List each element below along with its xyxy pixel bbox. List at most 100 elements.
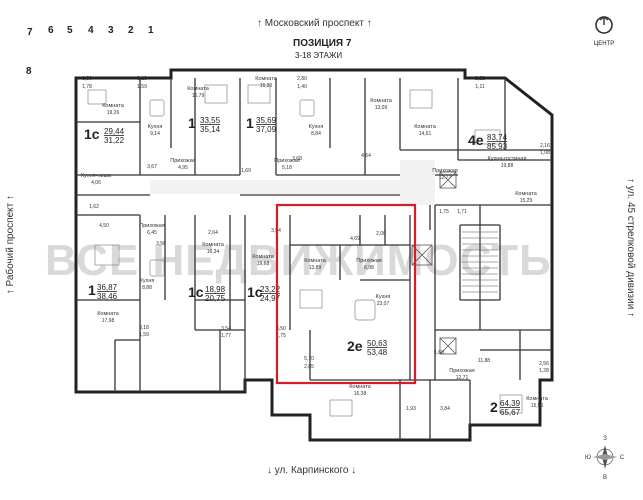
selected-apartment-highlight[interactable] bbox=[275, 203, 417, 385]
outer-walls bbox=[74, 68, 554, 442]
svg-text:1,69: 1,69 bbox=[241, 168, 251, 174]
svg-text:3,84: 3,84 bbox=[440, 406, 450, 412]
section-selector: 7 6 5 4 3 2 1 8 bbox=[22, 22, 172, 82]
svg-text:1,78: 1,78 bbox=[82, 84, 92, 90]
svg-text:Комната: Комната bbox=[349, 384, 371, 390]
section-tab-8[interactable]: 8 bbox=[26, 66, 32, 77]
svg-text:16,38: 16,38 bbox=[354, 391, 367, 397]
section-tab-4[interactable]: 4 bbox=[88, 25, 94, 36]
svg-text:4,64: 4,64 bbox=[361, 153, 371, 159]
svg-text:2,16: 2,16 bbox=[540, 143, 550, 149]
svg-text:2,64: 2,64 bbox=[208, 230, 218, 236]
svg-text:1,75: 1,75 bbox=[276, 333, 286, 339]
svg-text:Прихожая: Прихожая bbox=[432, 168, 458, 174]
apartment-area: 33,55 bbox=[200, 116, 221, 125]
svg-text:1,71: 1,71 bbox=[457, 209, 467, 215]
section-tab-2[interactable]: 2 bbox=[128, 25, 134, 36]
svg-text:1,59: 1,59 bbox=[137, 84, 147, 90]
apartment-2[interactable]: 1 33,55 35,14 bbox=[188, 115, 221, 134]
rose-north: З bbox=[603, 436, 607, 442]
svg-text:9,14: 9,14 bbox=[150, 131, 160, 137]
apartment-area: 50,63 bbox=[367, 339, 388, 348]
svg-text:Комната: Комната bbox=[304, 258, 326, 264]
apartment-area: 18,98 bbox=[205, 285, 226, 294]
apartment-type: 1с bbox=[84, 126, 100, 142]
center-button[interactable]: ЦЕНТР bbox=[584, 14, 624, 50]
svg-text:2,85: 2,85 bbox=[304, 364, 314, 370]
svg-text:Комната: Комната bbox=[255, 76, 277, 82]
svg-text:6,98: 6,98 bbox=[364, 265, 374, 271]
svg-text:1,28: 1,28 bbox=[539, 368, 549, 374]
svg-text:2,22: 2,22 bbox=[475, 76, 485, 82]
section-tab-1[interactable]: 1 bbox=[148, 25, 154, 36]
apartment-total: 53,48 bbox=[367, 348, 388, 357]
section-tab-7[interactable]: 7 bbox=[27, 27, 33, 38]
svg-text:19,88: 19,88 bbox=[501, 163, 514, 169]
apartment-3[interactable]: 1 35,69 37,09 bbox=[246, 115, 277, 134]
svg-text:5,70: 5,70 bbox=[304, 356, 314, 362]
rose-south: В bbox=[603, 475, 607, 480]
svg-text:4,95: 4,95 bbox=[178, 165, 188, 171]
svg-text:4,69: 4,69 bbox=[350, 236, 360, 242]
apartment-total: 38,46 bbox=[97, 292, 118, 301]
center-arrow-icon bbox=[595, 16, 613, 34]
apartment-8-selected[interactable]: 2е 50,63 53,48 bbox=[347, 338, 388, 357]
svg-text:Комната: Комната bbox=[370, 98, 392, 104]
section-tab-3[interactable]: 3 bbox=[108, 25, 114, 36]
apartment-4[interactable]: 4е 83,74 85,93 bbox=[468, 132, 508, 151]
svg-text:Комната: Комната bbox=[515, 191, 537, 197]
svg-text:Кухня-гостиная: Кухня-гостиная bbox=[488, 156, 527, 162]
apartment-area: 29,44 bbox=[104, 127, 125, 136]
svg-text:16,30: 16,30 bbox=[260, 83, 273, 89]
apartment-5[interactable]: 1 36,87 38,46 bbox=[88, 282, 118, 301]
svg-text:3,54: 3,54 bbox=[221, 326, 231, 332]
svg-text:Прихожая: Прихожая bbox=[274, 158, 300, 164]
svg-text:1,11: 1,11 bbox=[475, 84, 485, 90]
svg-text:3,56: 3,56 bbox=[82, 76, 92, 82]
apartment-total: 24,97 bbox=[260, 294, 281, 303]
apartment-type: 4е bbox=[468, 132, 484, 148]
svg-text:Кухня: Кухня bbox=[309, 124, 324, 130]
svg-text:Кухня: Кухня bbox=[148, 124, 163, 130]
apartment-area: 36,87 bbox=[97, 283, 118, 292]
svg-text:3,18: 3,18 bbox=[139, 325, 149, 331]
apartment-9[interactable]: 2 64,39 65,67 bbox=[490, 399, 521, 417]
svg-text:6,45: 6,45 bbox=[147, 230, 157, 236]
svg-text:Комната: Комната bbox=[414, 124, 436, 130]
svg-text:3,56: 3,56 bbox=[156, 241, 166, 247]
svg-text:Кухня: Кухня bbox=[376, 294, 391, 300]
apartment-total: 35,14 bbox=[200, 125, 221, 134]
apartment-7[interactable]: 1с 23,22 24,97 bbox=[247, 284, 281, 303]
svg-text:1,93: 1,93 bbox=[406, 406, 416, 412]
svg-text:15,79: 15,79 bbox=[192, 93, 205, 99]
svg-text:3,68: 3,68 bbox=[292, 156, 302, 162]
svg-text:2,80: 2,80 bbox=[297, 76, 307, 82]
svg-text:Комната: Комната bbox=[97, 311, 119, 317]
svg-text:5,18: 5,18 bbox=[282, 165, 292, 171]
svg-text:3,67: 3,67 bbox=[147, 164, 157, 170]
apartment-total: 37,09 bbox=[256, 125, 277, 134]
apartment-1[interactable]: 1с 29,44 31,22 bbox=[84, 126, 125, 145]
svg-text:Комната: Комната bbox=[202, 242, 224, 248]
svg-text:1,40: 1,40 bbox=[297, 84, 307, 90]
section-tab-5[interactable]: 5 bbox=[67, 25, 73, 36]
svg-text:19,68: 19,68 bbox=[257, 261, 270, 267]
svg-text:8,84: 8,84 bbox=[311, 131, 321, 137]
section-tab-6[interactable]: 6 bbox=[48, 25, 54, 36]
svg-text:16,34: 16,34 bbox=[207, 249, 220, 255]
svg-text:13,89: 13,89 bbox=[309, 265, 322, 271]
svg-text:1,75: 1,75 bbox=[439, 209, 449, 215]
apartment-6[interactable]: 1с 18,98 20,75 bbox=[188, 284, 226, 303]
apartment-area: 83,74 bbox=[487, 133, 508, 142]
